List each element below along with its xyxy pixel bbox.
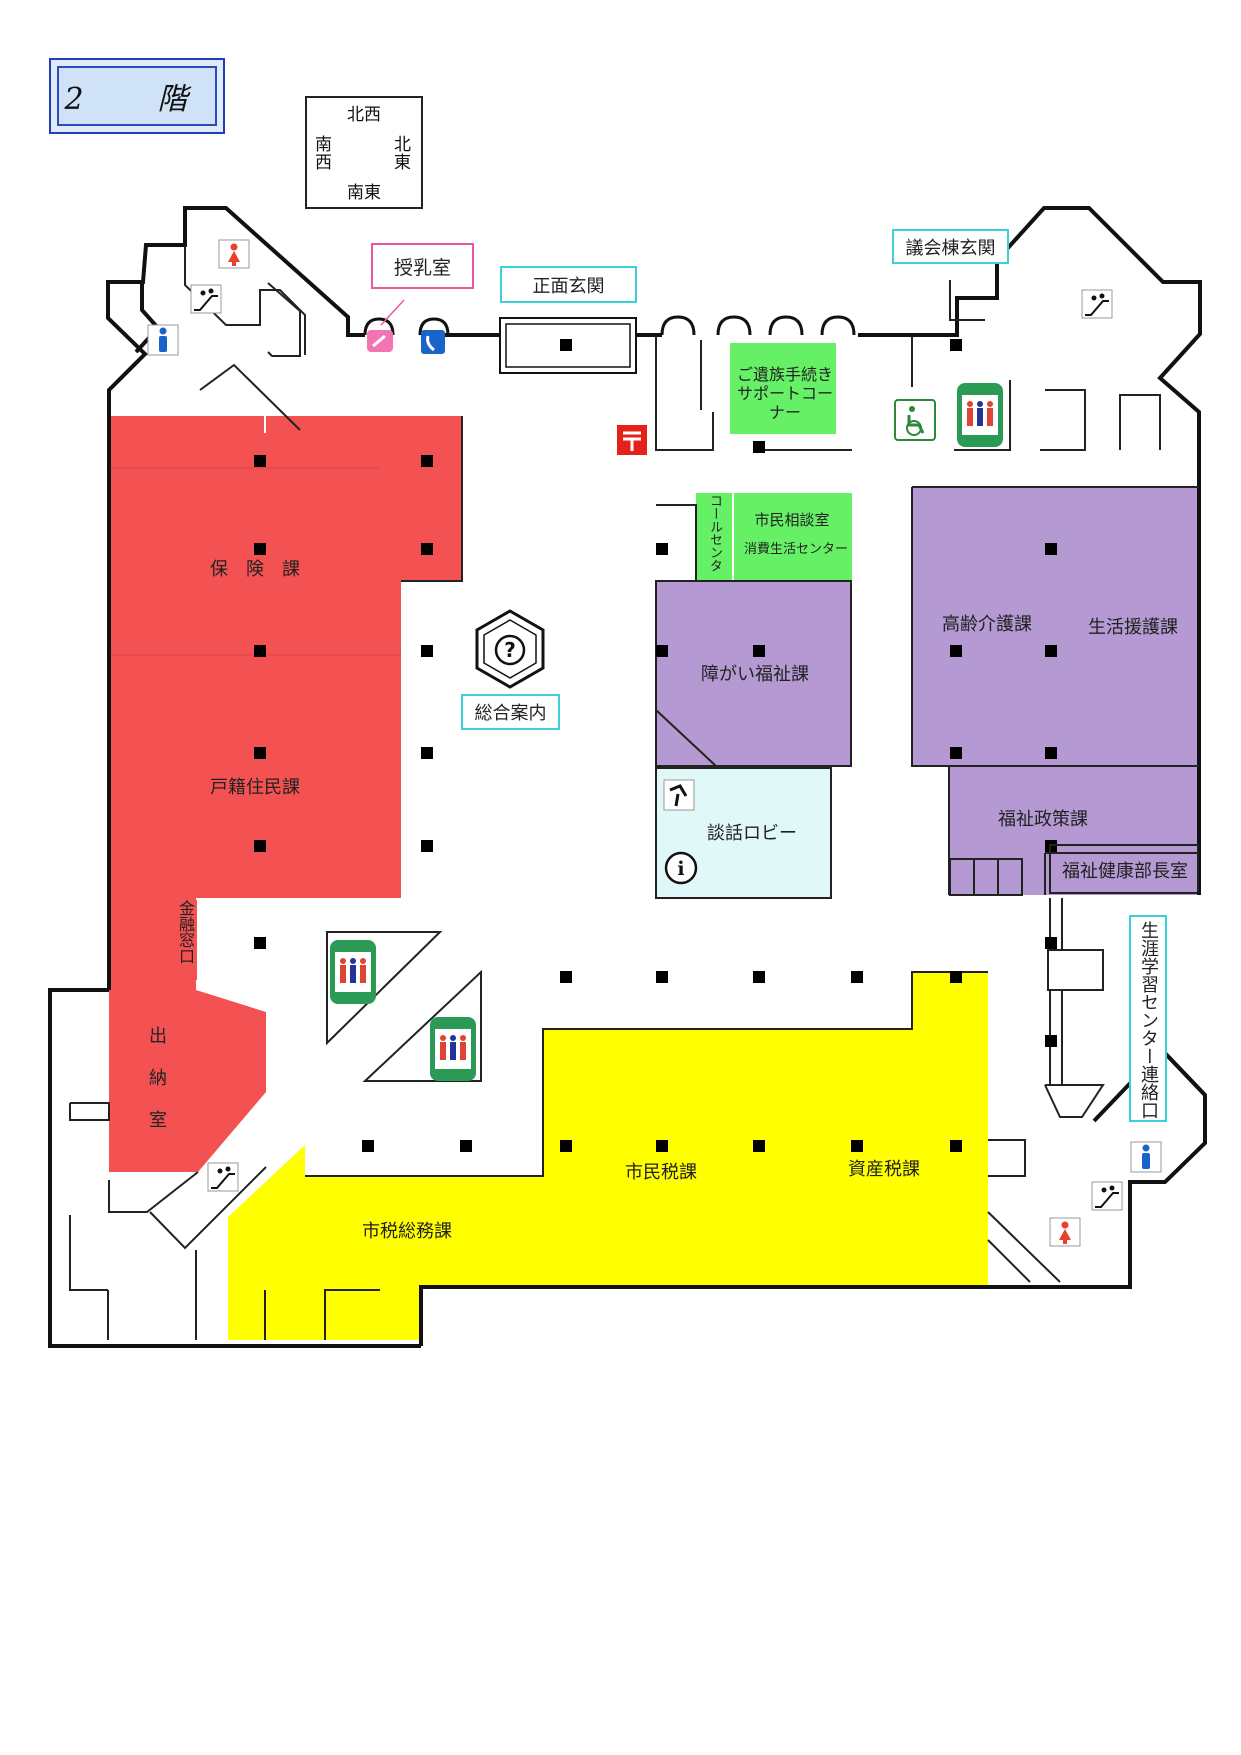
post-office-icon [617,425,647,455]
compass-sw-1: 南 [315,135,332,155]
area-tax[interactable] [228,972,988,1340]
restroom-men-icon [147,324,179,356]
smoking-area-icon [663,779,695,811]
label-hoken: 保 険 課 [210,559,300,580]
information-icon: i [664,851,698,885]
area-call[interactable] [696,493,732,581]
council-entrance-label[interactable]: 議会棟玄関 [892,229,1009,264]
escalator-icon [1081,289,1113,319]
general-info-label[interactable]: 総合案内 [461,694,560,730]
area-izoku[interactable] [730,343,836,434]
label-izoku-1: ご遺族手続き [737,365,833,384]
restroom-women-icon [218,239,250,269]
escalator-icon [1091,1181,1123,1211]
label-shiminzei: 市民税課 [625,1162,697,1183]
accessible-restroom-icon [894,399,936,441]
floor-badge: 2 階 [49,58,225,134]
floor-label: 2 階 [64,82,210,117]
label-suito-2: 納 [149,1068,167,1089]
compass: 北西 南 西 北 東 南東 [305,96,423,209]
label-suito-3: 室 [149,1110,167,1131]
area-hoken-koseki[interactable] [109,416,462,898]
svg-text:i: i [677,858,684,880]
area-korei-seikatsu[interactable] [912,487,1199,895]
label-izoku-2: サポートコー [737,384,833,403]
label-soudan-2: 消費生活センター [744,542,848,557]
elevator-icon [330,940,376,1004]
restroom-women-icon [1049,1217,1081,1247]
compass-sw-2: 西 [315,153,332,173]
label-koseki: 戸籍住民課 [210,777,300,798]
label-korei: 高齢介護課 [942,614,1032,635]
label-suito-1: 出 [149,1026,167,1047]
label-shogai: 障がい福祉課 [701,664,809,685]
area-soudan[interactable] [734,493,852,581]
area-kinyu-suito[interactable] [109,898,266,1172]
label-soudan-1: 市民相談室 [754,511,829,529]
lifelong-learning-label[interactable]: 生涯学習センター連絡口 [1129,915,1167,1122]
label-fukushi-seisaku: 福祉政策課 [998,809,1088,830]
main-entrance-label[interactable]: 正面玄関 [500,266,637,303]
label-izoku-3: ナー [769,403,801,422]
area-shogai[interactable] [656,581,851,766]
label-buchou: 福祉健康部長室 [1062,861,1188,882]
escalator-icon [207,1162,239,1192]
elevator-icon [430,1017,476,1081]
nursing-room-label[interactable]: 授乳室 [371,243,474,289]
compass-ne-1: 北 [394,135,411,155]
restroom-men-icon [1130,1141,1162,1173]
compass-nw: 北西 [347,105,381,125]
elevator-icon [957,383,1003,447]
label-shisanzei: 資産税課 [848,1159,920,1180]
label-kinyu: 金融窓口 [173,900,197,980]
nursing-room-icon [367,330,393,352]
telephone-icon [421,330,445,354]
svg-text:?: ? [504,638,516,662]
escalator-icon [190,284,222,314]
compass-ne-2: 東 [394,153,411,173]
label-dawa: 談話ロビー [707,823,797,844]
label-zeisomu: 市税総務課 [362,1221,452,1242]
label-call: コールセンター [707,494,722,572]
compass-se: 南東 [347,183,381,203]
question-icon[interactable]: ? [475,609,545,689]
label-seikatsu: 生活援護課 [1088,617,1178,638]
